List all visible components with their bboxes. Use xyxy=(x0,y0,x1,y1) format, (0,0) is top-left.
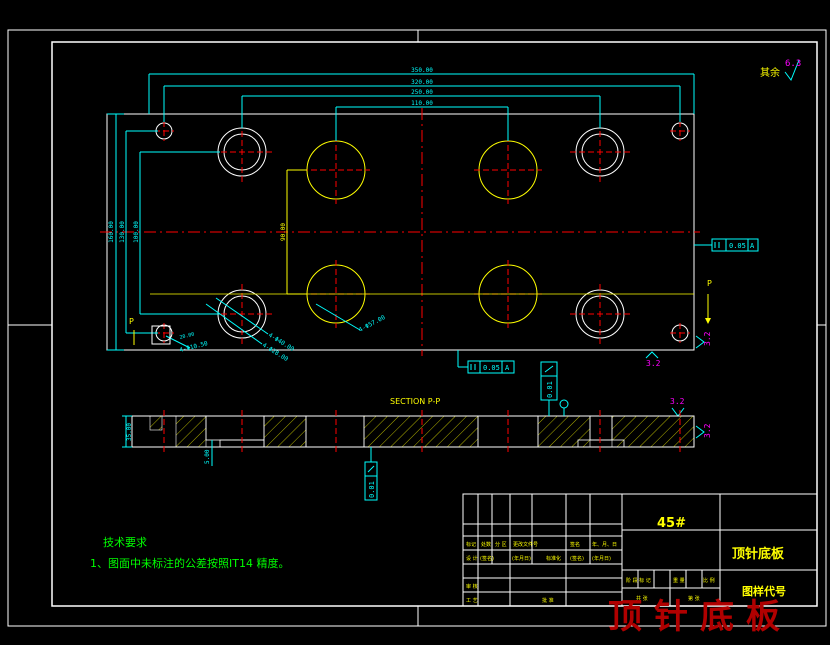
dim-160: 160.00 xyxy=(108,221,115,243)
dim-130: 130.00 xyxy=(119,221,126,243)
svg-text:(年月日): (年月日) xyxy=(592,555,611,562)
svg-text:共 张: 共 张 xyxy=(636,595,648,602)
top-dimensions xyxy=(148,73,695,141)
tol-right-value: 0.05 xyxy=(729,242,746,250)
svg-text:第 张: 第 张 xyxy=(688,595,700,602)
left-dimensions xyxy=(107,113,220,351)
svg-text:分 区: 分 区 xyxy=(495,541,507,548)
material: 45# xyxy=(657,516,686,531)
notes-title: 技术要求 xyxy=(103,536,147,549)
tol-right-datum: A xyxy=(750,242,755,250)
section-hatching xyxy=(149,415,695,448)
large-holes xyxy=(217,127,625,339)
title-block-grid xyxy=(462,493,818,607)
section-dimensions xyxy=(122,415,213,466)
dim-5: 5.00 xyxy=(204,449,211,464)
drawing-code: 图样代号 xyxy=(742,584,786,598)
dim-100: 100.00 xyxy=(133,221,140,243)
tol-perp-value: 0.01 xyxy=(368,481,376,498)
dim-110: 110.00 xyxy=(411,100,433,107)
svg-text:(签名): (签名) xyxy=(570,555,584,562)
section-letter-left: P xyxy=(129,317,134,326)
svg-text:阶 段 标 记: 阶 段 标 记 xyxy=(626,577,651,584)
notes-item-1: 1、图面中未标注的公差按照IT14 精度。 xyxy=(90,556,289,570)
svg-text:工 艺: 工 艺 xyxy=(466,598,478,604)
svg-text:比 例: 比 例 xyxy=(703,577,715,584)
ra-top: 6.3 xyxy=(785,59,801,69)
section-arrowhead-right xyxy=(705,318,711,324)
corner-detail-box xyxy=(151,325,171,345)
dim-90: 90.00 xyxy=(280,223,287,241)
section-title: SECTION P-P xyxy=(390,397,440,406)
svg-text:审 核: 审 核 xyxy=(466,583,478,590)
title-block-cells: 标记 处数 分 区 更改文件号 签名 年、月、日 设 计 (签名) (年月日) … xyxy=(466,541,715,604)
svg-text:标准化: 标准化 xyxy=(546,555,561,562)
ra-right: 3.2 xyxy=(703,331,712,346)
tolerance-flat xyxy=(540,361,558,416)
svg-text:年、月、日: 年、月、日 xyxy=(592,541,617,548)
dim-250: 250.00 xyxy=(411,89,433,96)
svg-text:重 量: 重 量 xyxy=(673,577,685,584)
tol-bottom-value: 0.05 xyxy=(483,364,500,372)
ra-section-right: 3.2 xyxy=(703,423,712,438)
svg-text:(签名): (签名) xyxy=(480,555,494,562)
svg-text:处数: 处数 xyxy=(481,541,491,548)
inner-frame xyxy=(51,41,818,607)
dim-350: 350.00 xyxy=(411,67,433,74)
tolerance-perp xyxy=(364,447,378,501)
svg-text:签名: 签名 xyxy=(570,541,580,548)
tol-bottom-datum: A xyxy=(505,364,510,372)
outer-frame xyxy=(7,29,827,627)
datum-a-marker xyxy=(559,399,569,416)
tolerance-frame-bottom xyxy=(457,350,515,374)
svg-text:更改文件号: 更改文件号 xyxy=(513,541,538,548)
section-letter-right: P xyxy=(707,279,712,288)
section-centerlines xyxy=(163,410,681,452)
part-name: 顶针底板 xyxy=(732,546,785,562)
watermark: 顶针底板 xyxy=(608,597,792,637)
svg-text:设 计: 设 计 xyxy=(466,555,478,562)
dim-320: 320.00 xyxy=(411,79,433,86)
label-hole-d: 4-Φ10.50 xyxy=(179,340,209,354)
label-hole-c: 4-Φ57.00 xyxy=(358,314,387,334)
ra-section: 3.2 xyxy=(670,397,685,406)
svg-text:标记: 标记 xyxy=(466,541,476,548)
label-dim-20: 20.00 xyxy=(179,331,195,340)
svg-text:批 准: 批 准 xyxy=(542,597,554,604)
note-qiyu: 其余 xyxy=(760,66,780,79)
dim-35: 35.00 xyxy=(126,423,133,441)
ra-bottom: 3.2 xyxy=(646,359,661,368)
tolerance-frame-right xyxy=(694,238,759,252)
tol-flat-value: 0.01 xyxy=(546,381,554,398)
roughness-symbols xyxy=(645,59,800,439)
svg-text:(年月日): (年月日) xyxy=(512,555,531,562)
